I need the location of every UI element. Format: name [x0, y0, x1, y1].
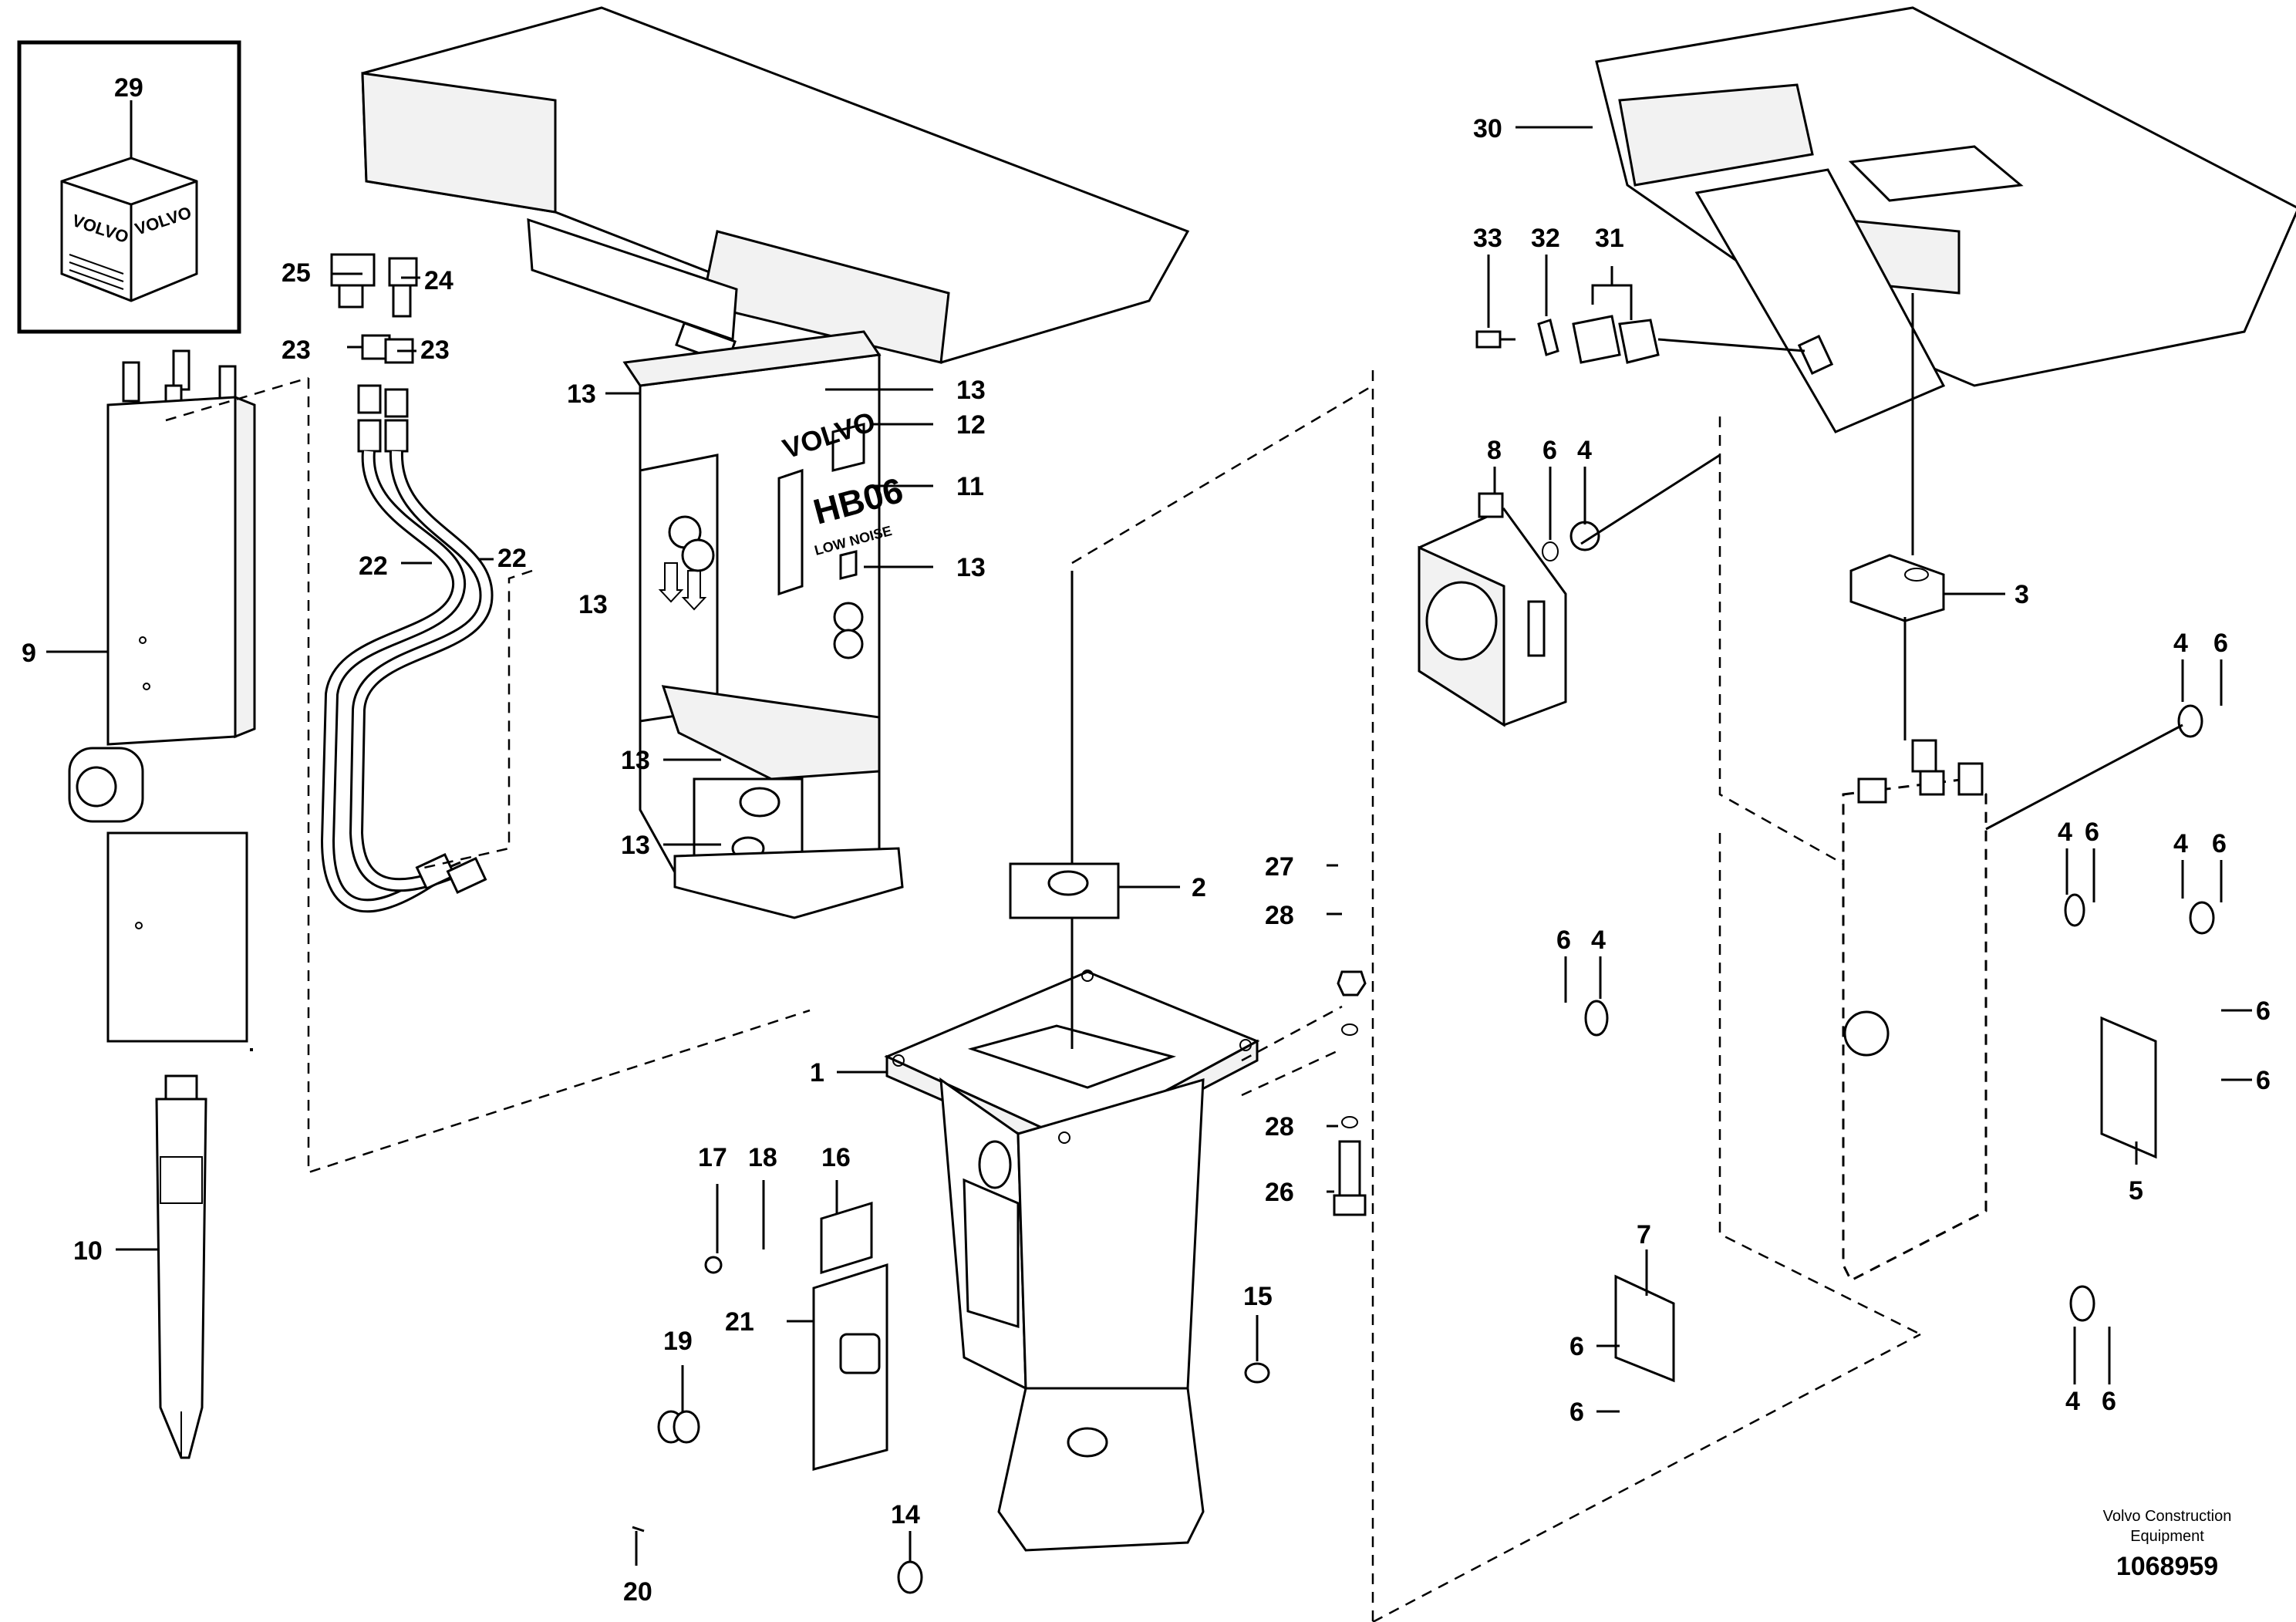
right-hood — [1595, 6, 2296, 433]
callout-4-e: 4 — [1591, 926, 1606, 955]
callout-6-c: 6 — [2085, 818, 2099, 847]
callout-20: 20 — [623, 1577, 652, 1607]
callout-4-a: 4 — [1577, 436, 1592, 465]
callout-4-c: 4 — [2058, 818, 2072, 847]
callout-33: 33 — [1473, 224, 1502, 253]
callout-11: 11 — [956, 472, 984, 501]
callout-12: 12 — [956, 410, 986, 440]
kit-box-frame: VOLVO VOLVO — [17, 40, 241, 334]
callout-6-j: 6 — [2102, 1387, 2116, 1416]
callout-15: 15 — [1243, 1282, 1273, 1311]
callout-23-right: 23 — [420, 336, 450, 365]
callout-9: 9 — [22, 639, 36, 668]
callout-16: 16 — [821, 1143, 851, 1172]
rubber-buffer — [1849, 554, 1945, 622]
callout-4-b: 4 — [2173, 629, 2188, 658]
washers — [1584, 704, 2215, 1383]
callout-13-a: 13 — [567, 379, 596, 409]
callout-32: 32 — [1531, 224, 1560, 253]
damper-block — [1418, 492, 1600, 727]
lock-parts — [1475, 315, 1660, 364]
callout-8: 8 — [1487, 436, 1502, 465]
callout-13-b: 13 — [956, 376, 986, 405]
callout-6-a: 6 — [1542, 436, 1557, 465]
callout-13-c: 13 — [956, 553, 986, 582]
callout-1: 1 — [810, 1058, 824, 1088]
callout-18: 18 — [748, 1143, 777, 1172]
housing-fasteners — [632, 970, 1367, 1594]
callout-6-e: 6 — [1556, 926, 1571, 955]
callout-17: 17 — [698, 1143, 727, 1172]
chisel-tool — [155, 1074, 207, 1459]
company-name-line1: Volvo Construction — [2103, 1508, 2232, 1525]
callout-13-d: 13 — [578, 590, 608, 619]
callout-14: 14 — [891, 1500, 920, 1529]
hydraulic-hoses — [320, 253, 494, 913]
callout-6-h: 6 — [1569, 1332, 1584, 1361]
assembly-dashed-lines — [165, 370, 1921, 1622]
callout-numbers: 29 25 24 23 23 22 22 9 10 13 13 12 11 13… — [22, 73, 2271, 1607]
callout-6-i: 6 — [1569, 1398, 1584, 1427]
callout-24: 24 — [424, 266, 453, 295]
callout-25: 25 — [282, 258, 311, 288]
callout-3: 3 — [2014, 580, 2029, 609]
callout-28-bottom: 28 — [1265, 1112, 1294, 1141]
breaker-hood: VOLVO HB06 LOW NOISE — [361, 6, 1190, 919]
callout-27: 27 — [1265, 852, 1294, 882]
callout-6-b: 6 — [2213, 629, 2228, 658]
callout-26: 26 — [1265, 1178, 1294, 1207]
callout-7: 7 — [1637, 1220, 1651, 1249]
drawing-number: 1068959 — [2116, 1552, 2218, 1581]
callout-13-e: 13 — [621, 746, 650, 775]
callout-31: 31 — [1595, 224, 1624, 253]
parts-kit-box-icon: VOLVO VOLVO — [60, 157, 198, 302]
callout-19: 19 — [663, 1327, 693, 1356]
company-name-line2: Equipment — [2130, 1528, 2204, 1545]
callout-10: 10 — [73, 1236, 103, 1266]
callout-28-top: 28 — [1265, 901, 1294, 930]
callout-5: 5 — [2129, 1176, 2143, 1206]
callout-6-d: 6 — [2212, 829, 2227, 858]
leader-lines — [46, 126, 2252, 1566]
right-valve-body — [1842, 739, 1988, 1283]
callout-2: 2 — [1192, 873, 1206, 902]
callout-4-d: 4 — [2173, 829, 2188, 858]
valve-block — [68, 349, 256, 1051]
callout-22-left: 22 — [359, 551, 388, 581]
spacer-plate — [1009, 862, 1120, 919]
callout-29: 29 — [114, 73, 143, 103]
callout-6-g: 6 — [2256, 1066, 2271, 1095]
callout-23-left: 23 — [282, 336, 311, 365]
callout-6-f: 6 — [2256, 996, 2271, 1026]
callout-30: 30 — [1473, 114, 1502, 143]
callout-13-f: 13 — [621, 831, 650, 860]
callout-4-f: 4 — [2065, 1387, 2080, 1416]
callout-22-right: 22 — [497, 544, 527, 573]
footer-credit: Volvo Construction Equipment 1068959 — [2103, 1508, 2232, 1581]
housing-frame — [884, 969, 1260, 1552]
callout-21: 21 — [725, 1307, 754, 1337]
